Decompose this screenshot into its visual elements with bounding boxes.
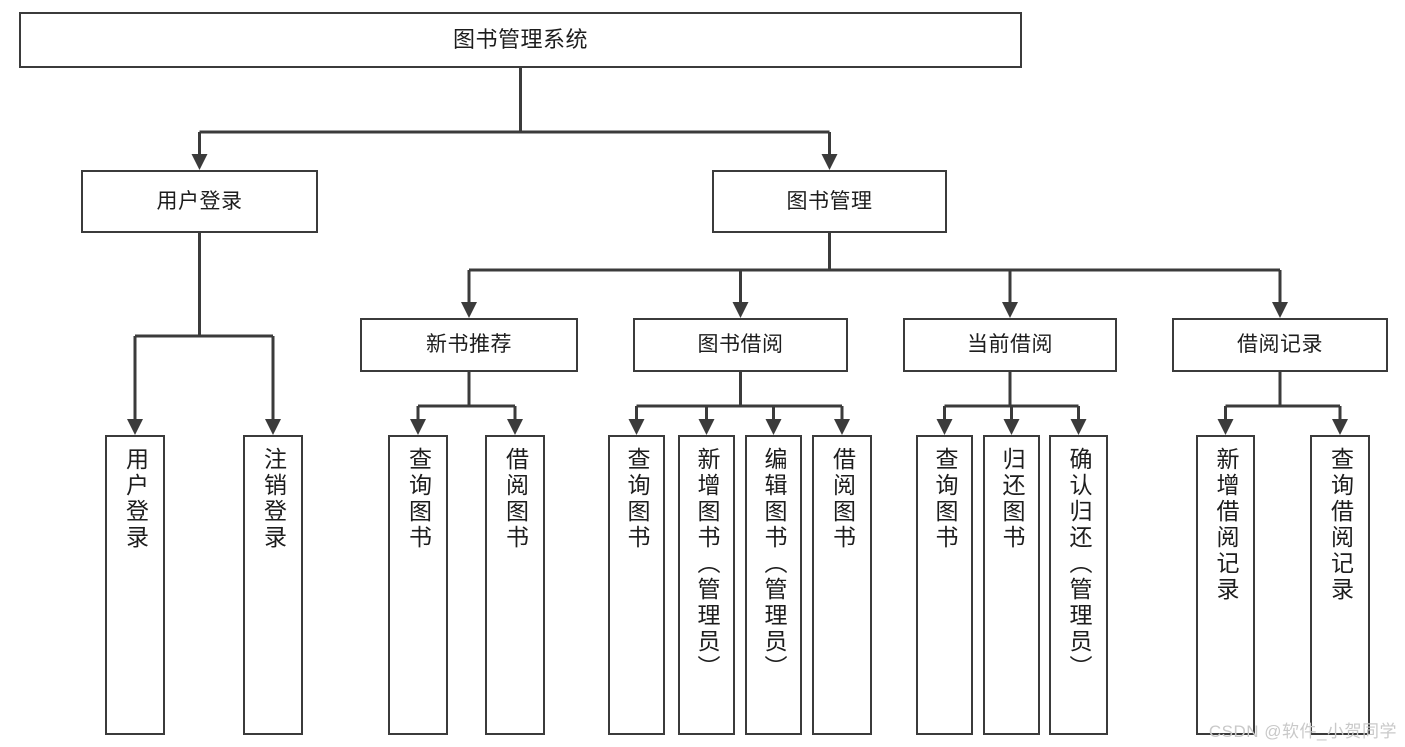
node-label: 确认归还（管理员） [1066, 447, 1092, 681]
node-book-borrow[interactable]: 图书借阅 [633, 318, 848, 372]
node-leaf-record-add[interactable]: 新增借阅记录 [1196, 435, 1255, 735]
node-borrow-record[interactable]: 借阅记录 [1172, 318, 1388, 372]
node-label: 图书借阅 [697, 333, 784, 357]
node-label: 借阅图书 [829, 447, 856, 551]
node-new-book-rec[interactable]: 新书推荐 [360, 318, 578, 372]
node-label: 新增图书（管理员） [694, 447, 720, 681]
node-label: 查询图书 [932, 447, 958, 551]
node-user-login[interactable]: 用户登录 [81, 170, 318, 233]
node-book-manage[interactable]: 图书管理 [712, 170, 947, 233]
node-leaf-borrow-lend[interactable]: 借阅图书 [812, 435, 872, 735]
node-label: 借阅图书 [502, 447, 529, 551]
node-leaf-current-return[interactable]: 归还图书 [983, 435, 1040, 735]
node-label: 新增借阅记录 [1213, 447, 1239, 603]
node-label: 图书管理系统 [452, 26, 588, 52]
node-root[interactable]: 图书管理系统 [19, 12, 1022, 68]
node-label: 查询借阅记录 [1327, 447, 1354, 603]
node-leaf-current-confirm[interactable]: 确认归还（管理员） [1049, 435, 1108, 735]
node-leaf-rec-query[interactable]: 查询图书 [388, 435, 448, 735]
node-label: 用户登录 [156, 189, 243, 213]
node-current-borrow[interactable]: 当前借阅 [903, 318, 1117, 372]
node-leaf-record-query[interactable]: 查询借阅记录 [1310, 435, 1370, 735]
node-label: 新书推荐 [426, 333, 512, 357]
node-leaf-current-query[interactable]: 查询图书 [916, 435, 973, 735]
watermark-label: CSDN @软件_小贺同学 [1208, 722, 1397, 741]
node-leaf-user-logout[interactable]: 注销登录 [243, 435, 303, 735]
node-leaf-borrow-query[interactable]: 查询图书 [608, 435, 665, 735]
node-leaf-user-login[interactable]: 用户登录 [105, 435, 165, 735]
node-label: 编辑图书（管理员） [761, 447, 787, 681]
node-leaf-borrow-edit[interactable]: 编辑图书（管理员） [745, 435, 802, 735]
node-leaf-borrow-add[interactable]: 新增图书（管理员） [678, 435, 735, 735]
node-label: 查询图书 [405, 447, 432, 551]
node-label: 归还图书 [999, 447, 1025, 551]
node-label: 当前借阅 [967, 333, 1053, 357]
node-label: 借阅记录 [1237, 333, 1323, 357]
node-label: 用户登录 [122, 447, 149, 551]
node-label: 图书管理 [786, 189, 873, 213]
node-leaf-rec-borrow[interactable]: 借阅图书 [485, 435, 545, 735]
node-label: 查询图书 [624, 447, 650, 551]
node-label: 注销登录 [260, 447, 287, 551]
